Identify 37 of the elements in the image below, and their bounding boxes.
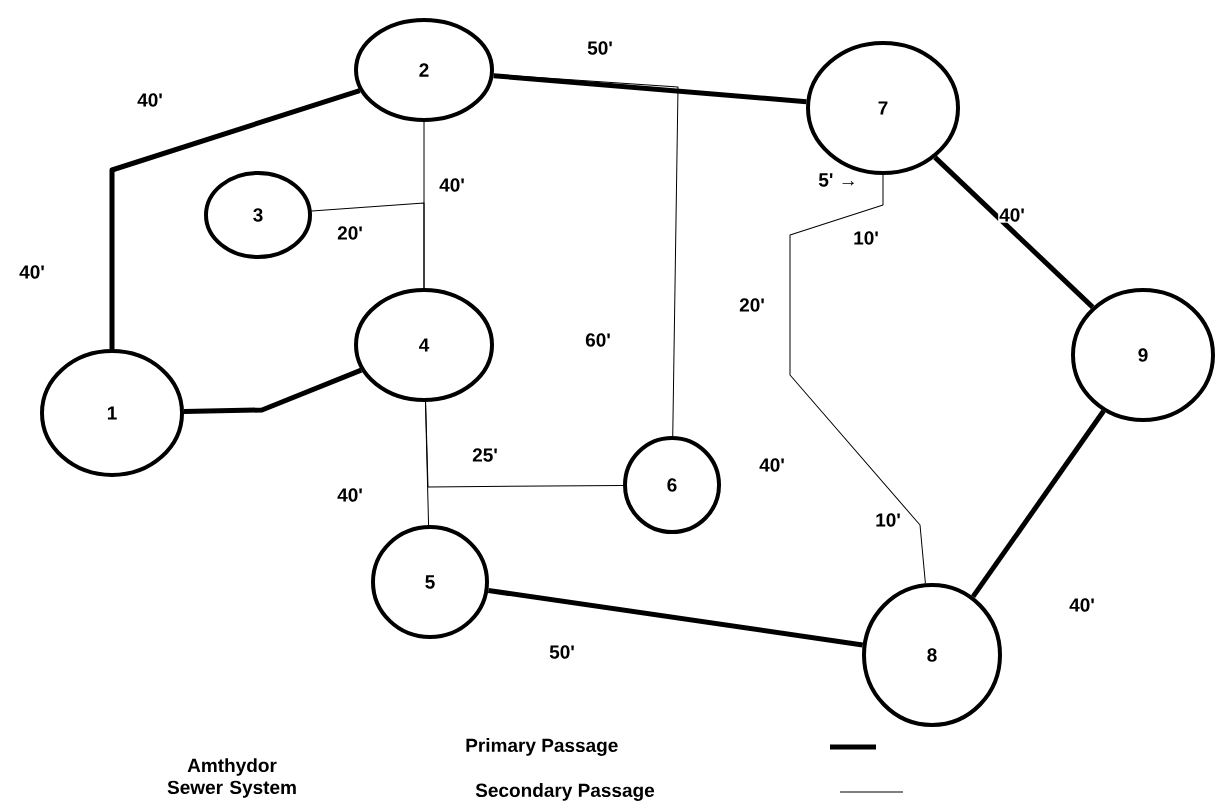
circle-node: 1: [40, 349, 184, 477]
edge-label: 40': [336, 487, 364, 503]
circle-node: 6: [623, 436, 721, 534]
circle-node: 4: [354, 288, 494, 402]
edge-label: 25': [471, 447, 499, 463]
legend-label: Secondary Passage: [475, 783, 655, 801]
edge-label: 20': [336, 225, 364, 241]
passage-line: [109, 88, 361, 349]
edge-label: 40': [998, 207, 1026, 223]
passage-line: [971, 409, 1106, 599]
circle-node: 2: [354, 18, 494, 122]
passage-line: [493, 74, 679, 437]
edge-label: 60': [584, 332, 612, 348]
circle-node: 8: [862, 583, 1002, 727]
edge-label: 40': [136, 92, 164, 108]
passage-line: [425, 401, 624, 488]
edge-label: 50': [548, 644, 576, 660]
passage-line: [933, 155, 1095, 309]
legend-label: Primary Passage: [466, 738, 618, 756]
circle-node: 3: [204, 171, 312, 259]
edge-label: 20': [738, 297, 766, 313]
length-label: 10': [876, 513, 900, 527]
length-label: 10': [854, 231, 878, 245]
passage-line: [488, 588, 864, 648]
edge-label: 50': [586, 40, 614, 56]
passage-line: [493, 73, 807, 105]
edge-label: 40': [438, 177, 466, 193]
title: Amthydor Sewer System: [167, 758, 296, 798]
length-label: 5' →: [818, 173, 854, 187]
passage-line: [311, 202, 425, 289]
passage-line: [789, 174, 926, 584]
passage-line: [183, 367, 363, 415]
circle-node: 9: [1071, 288, 1215, 422]
length-label: 40': [759, 458, 784, 472]
length-label: 40': [19, 265, 44, 279]
edge-label: 40': [1068, 597, 1096, 613]
circle-node: 5: [371, 525, 489, 639]
